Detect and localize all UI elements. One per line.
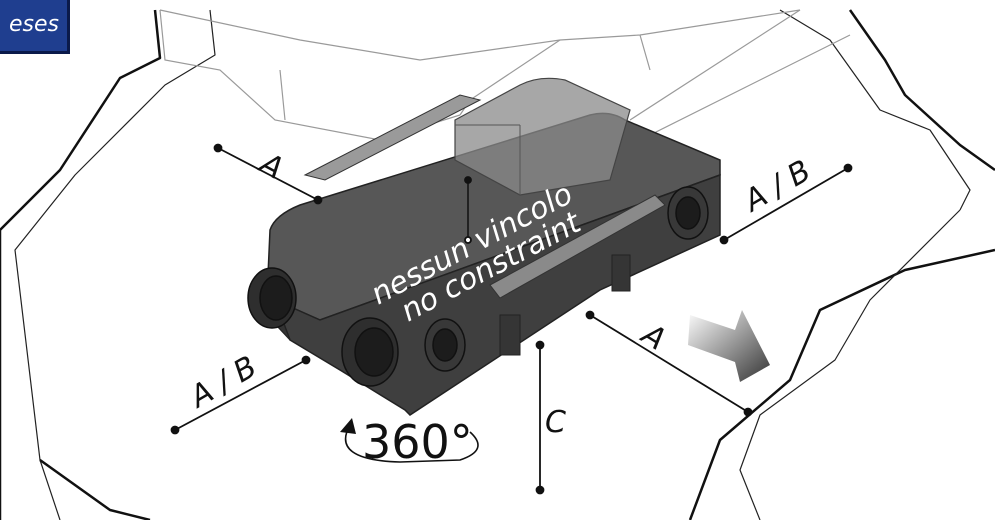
top-plenum (454, 77, 631, 196)
dimension-lines (170, 143, 853, 495)
label-ab-left: A / B (183, 349, 263, 415)
badge-text: eses (9, 12, 59, 37)
spigot-right (667, 186, 709, 240)
spigot-left (247, 267, 297, 329)
bracket-rear (303, 94, 482, 181)
right-wall-outer (848, 9, 995, 172)
rotation-arrowhead (340, 418, 356, 434)
spigot-front-left (341, 317, 399, 387)
dim-ab-left-line (174, 359, 307, 431)
access-panel-1 (499, 314, 521, 356)
corner-badge: eses (0, 0, 70, 54)
spigot-front-mid (424, 318, 466, 372)
label-a-front: A (634, 316, 672, 358)
rotation-label: 360° (362, 415, 473, 469)
access-panel-2 (611, 254, 631, 292)
ceiling-duct (159, 9, 851, 141)
label-a-left: A (252, 145, 288, 186)
room-walls (0, 9, 995, 520)
rotation-indicator: 360° (340, 415, 479, 469)
rotation-arc (344, 424, 479, 463)
dim-a-left-line (217, 147, 319, 201)
label-c: C (545, 405, 566, 440)
airflow-arrow (688, 310, 770, 382)
right-wall-bottom-inner (739, 209, 961, 520)
ventilation-unit (247, 77, 721, 416)
dim-ab-right-line (723, 167, 849, 241)
right-wall-inner (779, 9, 971, 211)
left-wall-outer (0, 9, 162, 520)
bracket-front (489, 194, 666, 299)
right-wall-lower (688, 248, 995, 520)
bottom-left-wall (39, 458, 151, 520)
dim-a-front-line (589, 314, 749, 413)
